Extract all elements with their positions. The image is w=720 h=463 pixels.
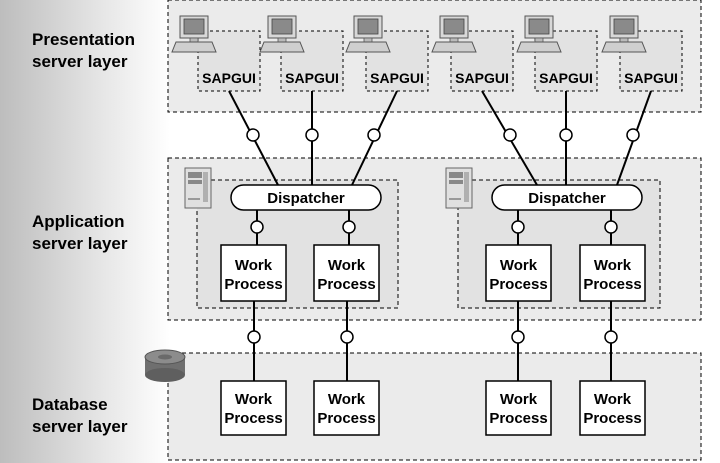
work-process-app-2: Work Process	[313, 244, 380, 302]
work-process-label: Process	[224, 410, 282, 427]
work-process-label: Process	[317, 410, 375, 427]
work-process-label: Work	[594, 391, 632, 408]
desktop-computer-icon	[171, 15, 217, 53]
connector-node	[559, 128, 573, 142]
presentation-layer-label-line2: server layer	[32, 52, 128, 71]
work-process-db-1: Work Process	[220, 380, 287, 436]
work-process-label: Work	[594, 257, 632, 274]
dispatcher-label: Dispatcher	[267, 190, 345, 207]
connector-nodes	[246, 128, 640, 344]
work-process-label: Work	[500, 391, 538, 408]
work-process-label: Work	[500, 257, 538, 274]
sapgui-label: SAPGUI	[624, 70, 678, 86]
work-process-app-1: Work Process	[220, 244, 287, 302]
work-process-app-4: Work Process	[579, 244, 646, 302]
work-process-label: Process	[489, 410, 547, 427]
presentation-layer-label: Presentation server layer	[32, 30, 135, 71]
dispatcher-2: Dispatcher	[491, 184, 643, 211]
work-process-label: Work	[328, 257, 366, 274]
connector-node	[503, 128, 517, 142]
connector-node	[247, 330, 261, 344]
work-process-label: Process	[224, 276, 282, 293]
work-process-db-4: Work Process	[579, 380, 646, 436]
database-layer-label: Database server layer	[32, 395, 128, 436]
presentation-layer-label-line1: Presentation	[32, 30, 135, 49]
application-layer-label-line1: Application	[32, 212, 125, 231]
left-gradient-band	[0, 0, 170, 463]
sapgui-label: SAPGUI	[202, 70, 256, 86]
connector-node	[604, 330, 618, 344]
sapgui-label: SAPGUI	[285, 70, 339, 86]
dispatcher-label: Dispatcher	[528, 190, 606, 207]
connector-node	[250, 220, 264, 234]
desktop-computer-icon	[259, 15, 305, 53]
work-process-label: Work	[235, 257, 273, 274]
sapgui-client-box-6	[619, 30, 683, 92]
database-layer-label-line2: server layer	[32, 417, 128, 436]
dispatcher-1: Dispatcher	[230, 184, 382, 211]
work-process-label: Work	[328, 391, 366, 408]
desktop-computer-icon	[431, 15, 477, 53]
desktop-computer-icon	[601, 15, 647, 53]
database-drum-icon	[144, 349, 186, 382]
connector-node	[342, 220, 356, 234]
desktop-computer-icon	[516, 15, 562, 53]
work-process-label: Process	[583, 410, 641, 427]
connector-node	[626, 128, 640, 142]
server-tower-icon	[184, 167, 212, 209]
connector-node	[511, 220, 525, 234]
connector-node	[511, 330, 525, 344]
connector-node	[367, 128, 381, 142]
server-tower-icon	[445, 167, 473, 209]
application-layer-label: Application server layer	[32, 212, 128, 253]
sapgui-label: SAPGUI	[370, 70, 424, 86]
application-layer-label-line2: server layer	[32, 234, 128, 253]
work-process-db-3: Work Process	[485, 380, 552, 436]
connector-node	[604, 220, 618, 234]
work-process-db-2: Work Process	[313, 380, 380, 436]
work-process-label: Process	[489, 276, 547, 293]
desktop-computer-icon	[345, 15, 391, 53]
sapgui-client-box-5	[534, 30, 598, 92]
sapgui-client-box-4	[450, 30, 514, 92]
connector-node	[246, 128, 260, 142]
work-process-label: Process	[317, 276, 375, 293]
database-layer-label-line1: Database	[32, 395, 108, 414]
connector-node	[305, 128, 319, 142]
work-process-label: Process	[583, 276, 641, 293]
work-process-label: Work	[235, 391, 273, 408]
work-process-app-3: Work Process	[485, 244, 552, 302]
sapgui-client-box-1	[197, 30, 261, 92]
sapgui-label: SAPGUI	[539, 70, 593, 86]
sapgui-label: SAPGUI	[455, 70, 509, 86]
connector-node	[340, 330, 354, 344]
